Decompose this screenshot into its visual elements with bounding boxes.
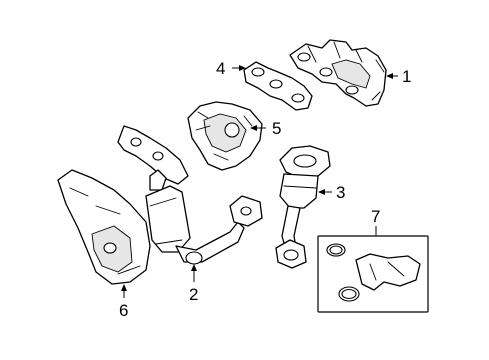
callout-2-label: 2 — [189, 285, 198, 304]
exhaust-manifold-icon[interactable] — [289, 39, 387, 107]
callout-6-label: 6 — [119, 301, 128, 320]
callout-4-leader — [232, 65, 246, 71]
callout-5-label: 5 — [272, 119, 281, 138]
callout-6-leader — [121, 284, 127, 298]
front-pipe-with-catalytic-converter-icon[interactable] — [117, 125, 263, 265]
heat-shield-icon[interactable] — [187, 101, 263, 171]
rear-catalytic-converter-icon[interactable] — [275, 145, 331, 269]
callout-2-leader — [191, 264, 197, 282]
callout-3-label: 3 — [336, 183, 345, 202]
callout-3-leader — [318, 189, 332, 195]
callout-1-label: 1 — [402, 67, 411, 86]
callout-4-label: 4 — [216, 59, 225, 78]
converter-kit-with-gaskets-icon[interactable] — [317, 235, 429, 313]
callout-7-label: 7 — [371, 207, 380, 226]
lower-heat-shield-icon[interactable] — [57, 169, 151, 285]
manifold-gasket-icon[interactable] — [243, 61, 313, 111]
callout-1-leader — [386, 73, 398, 79]
callout-5-leader — [250, 125, 266, 131]
